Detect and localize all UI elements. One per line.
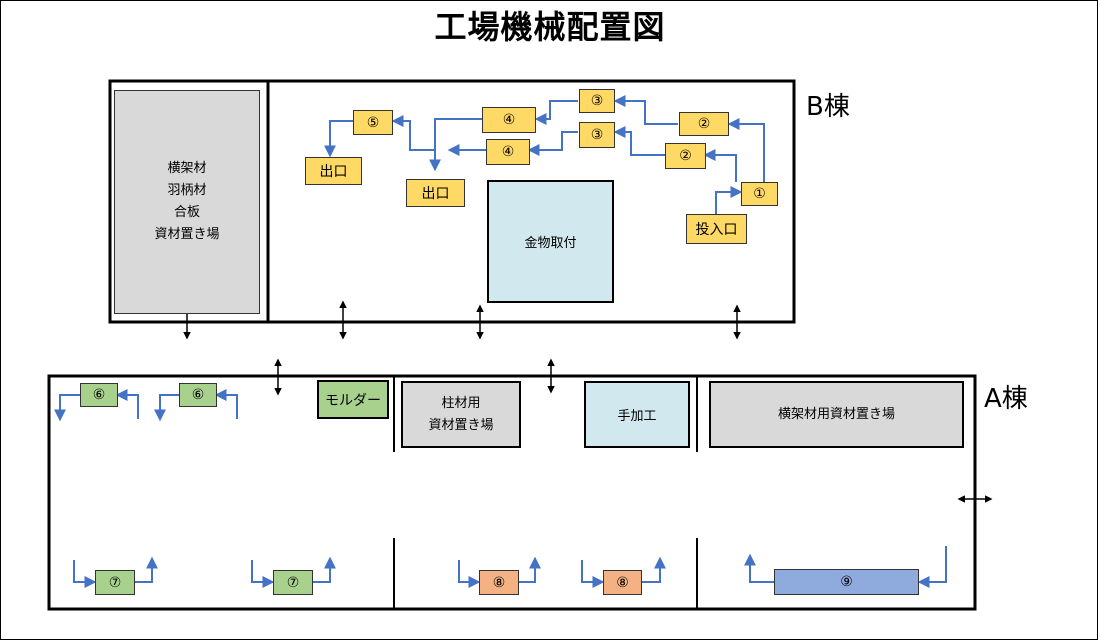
machine-2b: ② (665, 143, 706, 169)
building-b-label: B棟 (806, 92, 850, 122)
flow-arrow-5-exit (324, 120, 353, 158)
building-a-label: A棟 (984, 384, 1028, 414)
machine-3a: ③ (579, 89, 615, 113)
flow-arrow-8b-in (581, 560, 605, 588)
flow-arrow-8a-out (519, 556, 541, 583)
flow-arrow-2b-3b (613, 126, 665, 156)
machine-9: ⑨ (774, 569, 919, 595)
flow-arrow-7a-out (135, 556, 158, 583)
flow-arrow-8b-out (642, 556, 666, 583)
machine-1: ① (741, 182, 778, 206)
metal-fitting-area: 金物取付 (487, 180, 614, 303)
diagram-title: 工場機械配置図 (434, 8, 666, 46)
flow-arrow-7a-in (73, 560, 97, 588)
machine-8a: ⑧ (479, 570, 519, 595)
building-a-outline (47, 374, 977, 611)
machine-8b: ⑧ (603, 570, 642, 595)
flow-arrow-inlet-1 (715, 186, 743, 214)
flow-arrow-6b-out (154, 394, 179, 422)
machine-6b: ⑥ (179, 383, 217, 407)
machine-6a: ⑥ (80, 383, 118, 407)
exit-2: 出口 (406, 179, 465, 207)
flow-arrow-6b-in (214, 389, 238, 419)
flow-arrow-7b-out (313, 556, 336, 583)
molder-area: モルダー (317, 380, 389, 419)
exit-1: 出口 (305, 157, 362, 185)
flow-arrow-3b-4b (527, 131, 578, 156)
machine-4a: ④ (482, 107, 536, 133)
inlet: 投入口 (686, 214, 747, 244)
machine-5: ⑤ (353, 110, 393, 135)
flow-arrow-7b-in (251, 560, 275, 588)
flow-arrow-9-out (744, 553, 774, 583)
b-storage-area: 横架材 羽柄材 合板 資材置き場 (114, 90, 260, 314)
flow-arrow-6a-out (54, 394, 80, 422)
flow-arrow-9-in (917, 546, 947, 588)
flow-arrow-8a-in (458, 560, 481, 588)
machine-7b: ⑦ (273, 570, 313, 595)
machine-3b: ③ (579, 122, 615, 148)
flow-arrow-1-2b (703, 149, 737, 182)
flow-arrow-4a-5 (429, 118, 482, 172)
flow-arrow-1-2a (727, 118, 765, 182)
pillar-storage-area: 柱材用 資材置き場 (401, 381, 521, 448)
flow-arrow-2a-3a (613, 95, 678, 125)
flow-arrow-4-5 (391, 115, 435, 151)
flow-arrow-6a-in (115, 389, 139, 419)
handwork-area: 手加工 (584, 381, 690, 448)
machine-2a: ② (679, 112, 729, 136)
beam-storage-area: 横架材用資材置き場 (709, 381, 964, 448)
building-b-outline (108, 79, 796, 324)
machine-4b: ④ (486, 139, 530, 165)
machine-7a: ⑦ (95, 570, 135, 595)
flow-arrow-3a-4a (534, 100, 578, 125)
